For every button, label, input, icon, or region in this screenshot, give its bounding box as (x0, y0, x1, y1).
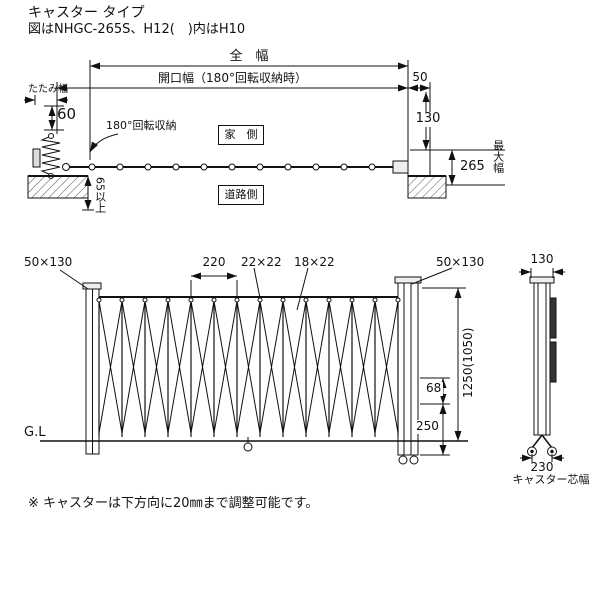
dim-130-side-label: 130 (530, 252, 554, 266)
ground-line-label: G.L (24, 425, 46, 440)
folded-width-label: たたみ幅 (28, 84, 68, 95)
pitch-220-label: 220 (202, 255, 226, 269)
dim-60-label: 60 (57, 105, 77, 123)
opening-width-label: 開口幅（180°回転収納時） (158, 71, 307, 85)
dim-230-label: 230 (530, 460, 554, 474)
post-right-dim-label: 50×130 (436, 255, 485, 269)
caster-width-label: キャスター芯幅 (512, 473, 590, 486)
dim-265-label: 265 (458, 159, 487, 175)
side-view-linework (519, 268, 565, 462)
adjustment-note: ※ キャスターは下方向に20㎜まで調整可能です。 (28, 496, 319, 511)
dim-50-label: 50 (412, 70, 428, 84)
upright-22x22-label: 22×22 (241, 255, 282, 269)
lattice-18x22-label: 18×22 (294, 255, 335, 269)
road-side-label: 道路側 (218, 185, 264, 205)
rotation-180-label: 180°回転収納 (106, 119, 177, 132)
post-left-dim-label: 50×130 (24, 255, 73, 269)
total-width-label: 全 幅 (229, 49, 269, 64)
dim-250-label: 250 (414, 419, 441, 434)
page-subtitle: 図はNHGC-265S、H12( )内はH10 (28, 22, 246, 37)
max-width-label: 最大幅 (491, 140, 505, 173)
elevation-view-linework (40, 267, 468, 465)
page-title: キャスター タイプ (28, 5, 145, 21)
plan-view-linework (24, 60, 505, 211)
house-side-label: 家 側 (218, 125, 264, 145)
height-1250-label: 1250(1050) (461, 325, 476, 400)
dim-65-min-label: 65以上 (93, 177, 107, 213)
dim-68-label: 68 (424, 381, 444, 396)
dim-130-plan-label: 130 (410, 111, 446, 127)
